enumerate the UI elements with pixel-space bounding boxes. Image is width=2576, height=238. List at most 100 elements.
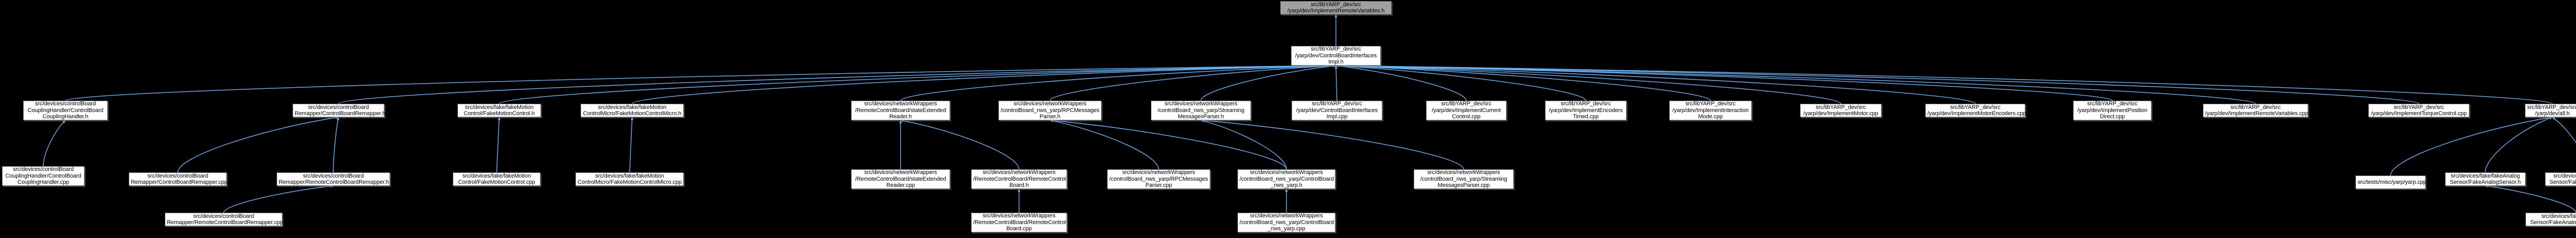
graph-node-n5[interactable]: src/devices/fake/fakeMotion ControlMicro… bbox=[581, 104, 684, 117]
graph-node-label: src/devices/controlBoard Remapper/Remote… bbox=[167, 213, 283, 226]
graph-node-n27[interactable]: src/devices/networkWrappers /controlBoar… bbox=[1238, 169, 1335, 189]
graph-node-label: src/devices/fake/fakeMotion ControlMicro… bbox=[578, 172, 682, 186]
graph-edge bbox=[496, 117, 501, 173]
graph-node-label: src/libYARP_dev/src /yarp/dev/ImplementR… bbox=[1287, 1, 1385, 14]
graph-edge bbox=[223, 185, 334, 213]
graph-node-label: src/libYARP_dev/src /yarp/dev/ImplementE… bbox=[1549, 101, 1623, 120]
graph-node-n35[interactable]: src/devices/fake/fakeAnalog Sensor/FakeA… bbox=[2526, 213, 2576, 226]
graph-node-label: src/devices/controlBoard CouplingHandler… bbox=[5, 166, 81, 186]
graph-edge bbox=[1335, 64, 1976, 104]
graph-edge bbox=[1200, 119, 1287, 170]
graph-node-n14[interactable]: src/libYARP_dev/src /yarp/dev/ImplementM… bbox=[1925, 104, 2026, 117]
graph-node-n11[interactable]: src/libYARP_dev/src /yarp/dev/ImplementE… bbox=[1545, 101, 1626, 120]
graph-node-n13[interactable]: src/libYARP_dev/src /yarp/dev/ImplementM… bbox=[1800, 104, 1882, 117]
graph-node-n10[interactable]: src/libYARP_dev/src /yarp/dev/ImplementC… bbox=[1426, 101, 1506, 120]
graph-node-n16[interactable]: src/libYARP_dev/src /yarp/dev/ImplementR… bbox=[2203, 104, 2308, 117]
graph-edge bbox=[1335, 64, 1586, 101]
graph-node-n30[interactable]: src/devices/fake/fakeAnalog Sensor/FakeA… bbox=[2445, 172, 2526, 186]
graph-edge bbox=[2552, 117, 2576, 144]
graph-edge bbox=[1200, 119, 1464, 170]
graph-edge bbox=[1335, 64, 2553, 104]
graph-node-label: src/devices/networkWrappers /RemoteContr… bbox=[855, 101, 946, 120]
graph-node-n9[interactable]: src/libYARP_dev/src /yarp/dev/ControlBoa… bbox=[1292, 101, 1382, 120]
graph-edge bbox=[1049, 119, 1287, 170]
graph-edge bbox=[1200, 65, 1336, 101]
graph-node-label: src/libYARP_dev/src /yarp/dev/ImplementM… bbox=[1803, 104, 1878, 117]
graph-node-n15[interactable]: src/libYARP_dev/src /yarp/dev/ImplementP… bbox=[2073, 101, 2151, 120]
graph-node-label: src/devices/fake/fakeAnalog Sensor/FakeA… bbox=[2450, 172, 2521, 186]
graph-node-label: src/devices/networkWrappers /RemoteContr… bbox=[973, 213, 1066, 232]
graph-node-n31[interactable]: src/devices/fake/fakeAnalog Sensor/FakeA… bbox=[2545, 172, 2576, 186]
graph-node-n17[interactable]: src/libYARP_dev/src /yarp/dev/ImplementT… bbox=[2368, 104, 2469, 117]
graph-edge bbox=[900, 64, 1336, 101]
graph-edge bbox=[1335, 64, 2113, 101]
graph-edge bbox=[65, 64, 1336, 101]
graph-edge bbox=[1335, 64, 1711, 101]
graph-node-label: src/devices/networkWrappers /controlBoar… bbox=[1001, 101, 1099, 120]
graph-node-label: src/libYARP_dev/src /yarp/dev/ControlBoa… bbox=[1296, 101, 1378, 120]
graph-node-n33[interactable]: src/devices/networkWrappers /controlBoar… bbox=[1238, 213, 1335, 232]
graph-node-n28[interactable]: src/devices/networkWrappers /controlBoar… bbox=[1414, 169, 1514, 189]
graph-edge bbox=[2390, 116, 2553, 176]
graph-node-label: src/devices/networkWrappers /controlBoar… bbox=[1109, 169, 1208, 189]
graph-node-n7[interactable]: src/devices/networkWrappers /controlBoar… bbox=[998, 101, 1101, 120]
graph-edge bbox=[1335, 64, 2256, 104]
graph-node-label: src/devices/fake/fakeMotion ControlMicro… bbox=[583, 104, 682, 117]
graph-edge bbox=[629, 117, 634, 173]
graph-edge bbox=[1049, 119, 1159, 170]
graph-node-label: src/devices/networkWrappers /controlBoar… bbox=[1157, 101, 1245, 120]
graph-node-label: src/devices/networkWrappers /RemoteContr… bbox=[973, 169, 1066, 189]
graph-node-n20[interactable]: src/devices/controlBoard Remapper/Contro… bbox=[129, 172, 228, 186]
graph-edge bbox=[43, 120, 66, 167]
graph-node-label: src/devices/networkWrappers /RemoteContr… bbox=[855, 169, 946, 189]
graph-node-label: src/devices/networkWrappers /controlBoar… bbox=[1240, 169, 1334, 189]
graph-node-label: src/libYARP_dev/src /yarp/dev/ImplementT… bbox=[2371, 104, 2467, 117]
graph-node-n4[interactable]: src/devices/fake/fakeMotion Control/Fake… bbox=[457, 104, 541, 117]
graph-node-label: src/tests/misc/yarp/yarp.cpp bbox=[2358, 179, 2427, 185]
graph-edge bbox=[499, 64, 1336, 104]
graph-node-label: src/libYARP_dev/src /yarp/dev/ImplementC… bbox=[1432, 101, 1501, 120]
graph-node-label: src/devices/fake/fakeAnalog Sensor/FakeA… bbox=[2549, 172, 2576, 186]
graph-edge bbox=[338, 64, 1336, 104]
graph-node-n18[interactable]: src/libYARP_dev/src /yarp/dev/all.h bbox=[2525, 104, 2576, 117]
graph-edge bbox=[1335, 64, 2419, 104]
graph-node-n25[interactable]: src/devices/networkWrappers /RemoteContr… bbox=[971, 169, 1067, 189]
graph-node-n12[interactable]: src/libYARP_dev/src /yarp/dev/ImplementI… bbox=[1669, 101, 1752, 120]
graph-node-n23[interactable]: src/devices/fake/fakeMotion ControlMicro… bbox=[575, 172, 684, 186]
graph-node-label: src/libYARP_dev/src /yarp/dev/ImplementP… bbox=[2077, 101, 2148, 120]
graph-node-n29[interactable]: src/tests/misc/yarp/yarp.cpp bbox=[2355, 176, 2427, 189]
graph-node-n3[interactable]: src/devices/controlBoard Remapper/Contro… bbox=[293, 104, 386, 117]
graph-node-label: src/devices/networkWrappers /controlBoar… bbox=[1240, 213, 1334, 232]
graph-node-n21[interactable]: src/devices/controlBoard Remapper/Remote… bbox=[277, 172, 390, 186]
graph-edge bbox=[632, 64, 1336, 104]
graph-node-n24[interactable]: src/devices/networkWrappers /RemoteContr… bbox=[851, 169, 950, 189]
graph-node-n32[interactable]: src/devices/networkWrappers /RemoteContr… bbox=[971, 213, 1067, 232]
graph-node-label: src/devices/controlBoard Remapper/Contro… bbox=[295, 104, 386, 117]
graph-edge bbox=[1334, 65, 1337, 101]
graph-node-n1[interactable]: src/libYARP_dev/src /yarp/dev/ControlBoa… bbox=[1291, 46, 1381, 66]
graph-node-n34[interactable]: src/devices/controlBoard Remapper/Remote… bbox=[165, 213, 283, 226]
graph-node-n0[interactable]: src/libYARP_dev/src /yarp/dev/ImplementR… bbox=[1280, 1, 1392, 14]
graph-node-n6[interactable]: src/devices/networkWrappers /RemoteContr… bbox=[851, 101, 950, 120]
graph-node-label: src/devices/controlBoard Remapper/Remote… bbox=[279, 172, 389, 186]
graph-node-n19[interactable]: src/devices/controlBoard CouplingHandler… bbox=[2, 166, 84, 186]
graph-edge bbox=[2485, 185, 2576, 213]
graph-node-n26[interactable]: src/devices/networkWrappers /controlBoar… bbox=[1107, 169, 1210, 189]
graph-node-n8[interactable]: src/devices/networkWrappers /controlBoar… bbox=[1151, 101, 1251, 120]
graph-node-label: src/libYARP_dev/src /yarp/dev/ImplementR… bbox=[2205, 104, 2309, 117]
graph-edge bbox=[333, 117, 340, 173]
graph-edge bbox=[177, 116, 339, 173]
graph-node-n22[interactable]: src/devices/fake/fakeMotion Control/Fake… bbox=[453, 172, 540, 186]
graph-edge bbox=[1335, 64, 1841, 104]
graph-node-label: src/devices/fake/fakeAnalog Sensor/FakeA… bbox=[2530, 213, 2576, 226]
graph-node-label: src/devices/fake/fakeMotion Control/Fake… bbox=[458, 172, 535, 186]
graph-node-label: src/devices/fake/fakeMotion Control/Fake… bbox=[464, 104, 535, 117]
graph-node-label: src/libYARP_dev/src /yarp/dev/all.h bbox=[2527, 104, 2576, 117]
graph-node-label: src/libYARP_dev/src /yarp/dev/ControlBoa… bbox=[1295, 46, 1377, 66]
graph-node-n2[interactable]: src/devices/controlBoard CouplingHandler… bbox=[23, 101, 108, 120]
graph-edge bbox=[900, 119, 1020, 170]
graph-node-label: src/devices/controlBoard Remapper/Contro… bbox=[131, 172, 228, 186]
graph-node-label: src/libYARP_dev/src /yarp/dev/ImplementM… bbox=[1927, 104, 2026, 117]
